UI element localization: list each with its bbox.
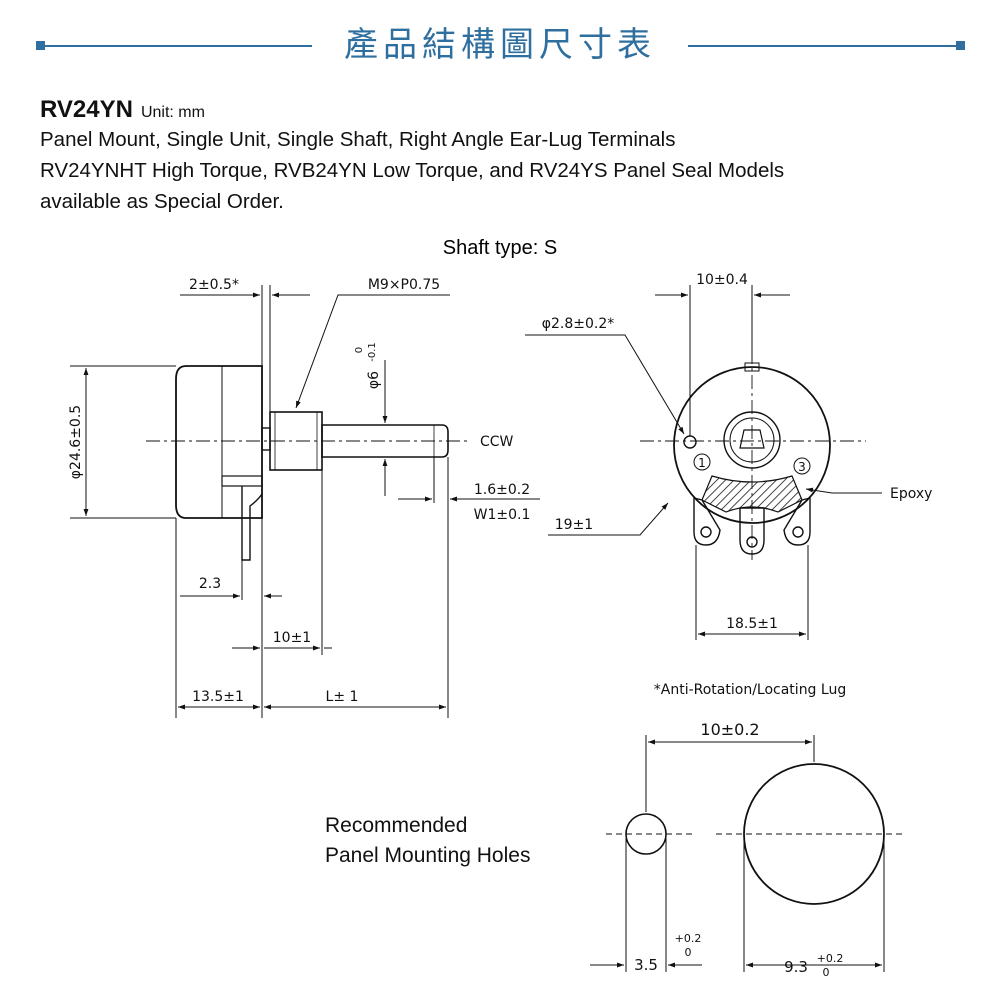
header-line-left	[40, 45, 312, 47]
front-body-circle	[673, 366, 831, 524]
side-view	[146, 365, 470, 561]
desc-line-1: Panel Mount, Single Unit, Single Shaft, …	[40, 128, 676, 151]
mounting-label-1: Recommended	[325, 814, 467, 837]
shaft-type-label: Shaft type: S	[443, 237, 558, 259]
dim-bushing-length: 10±1	[273, 630, 311, 646]
dim-lug-width: 2±0.5*	[189, 277, 239, 293]
shaft	[321, 424, 449, 458]
header-dot-right	[956, 41, 965, 50]
dim-shaft-tol-lower: -0.1	[367, 342, 378, 362]
dim-thread: M9×P0.75	[368, 277, 440, 293]
side-view-dimensions	[70, 285, 540, 718]
locating-hole	[683, 435, 697, 449]
pot-body	[175, 365, 263, 519]
dim-radius: 19±1	[555, 517, 593, 533]
ccw-label: CCW	[480, 434, 514, 450]
large-tol-lower: 0	[823, 966, 830, 979]
mounting-holes	[590, 735, 904, 972]
terminal-pin	[221, 475, 263, 487]
header-banner: 產品結構圖尺寸表	[0, 20, 1000, 70]
dim-shaft-length: L± 1	[326, 689, 359, 705]
mounting-label-2: Panel Mounting Holes	[325, 844, 530, 867]
locating-lug	[261, 427, 271, 451]
lug-note: *Anti-Rotation/Locating Lug	[654, 682, 846, 698]
dim-shaft-tol-upper: 0	[354, 347, 365, 353]
front-view-labels: 10±0.4 φ2.8±0.2* 19±1 Epoxy 18.5±1 1 3 *…	[542, 272, 933, 698]
dim-large-hole: 9.3	[784, 958, 808, 976]
dim-lug-offset: 10±0.4	[696, 272, 748, 288]
header-dot-left	[36, 41, 45, 50]
front-view	[640, 350, 866, 560]
intro-block: RV24YN Unit: mm Panel Mount, Single Unit,…	[40, 96, 980, 217]
dim-small-hole: 3.5	[634, 956, 658, 974]
page-title: 產品結構圖尺寸表	[344, 25, 656, 65]
dim-slot-depth: 1.6±0.2	[474, 482, 530, 498]
dim-slot-width: W1±0.1	[474, 507, 531, 523]
dim-hole-spacing: 10±0.2	[700, 720, 759, 739]
small-tol-lower: 0	[685, 946, 692, 959]
large-hole	[743, 763, 885, 905]
large-tol-upper: +0.2	[817, 952, 844, 965]
desc-line-2: RV24YNHT High Torque, RVB24YN Low Torque…	[40, 159, 785, 182]
terminal-right	[783, 497, 811, 546]
front-view-dimensions	[525, 285, 882, 640]
unit-label: Unit: mm	[140, 104, 205, 121]
terminal-3-label: 3	[798, 460, 806, 474]
desc-line-3: available as Special Order.	[40, 190, 284, 213]
terminal-left	[693, 497, 721, 546]
small-tol-upper: +0.2	[675, 932, 702, 945]
mounting-labels: Recommended Panel Mounting Holes 10±0.2 …	[325, 720, 843, 979]
model-name: RV24YN	[40, 96, 133, 123]
dim-shaft-diameter: φ6	[366, 371, 382, 389]
dim-body-diameter: φ24.6±0.5	[68, 405, 84, 479]
side-view-labels: φ24.6±0.5 2±0.5* M9×P0.75 φ6 0 -0.1 CCW …	[68, 277, 530, 705]
dim-terminal-span: 18.5±1	[726, 616, 778, 632]
terminal-1-label: 1	[698, 456, 706, 470]
header-line-right	[688, 45, 960, 47]
dim-body-length: 13.5±1	[192, 689, 244, 705]
epoxy-label: Epoxy	[890, 486, 932, 502]
dim-terminal-offset: 2.3	[199, 576, 221, 592]
dim-lug-hole: φ2.8±0.2*	[542, 316, 615, 332]
